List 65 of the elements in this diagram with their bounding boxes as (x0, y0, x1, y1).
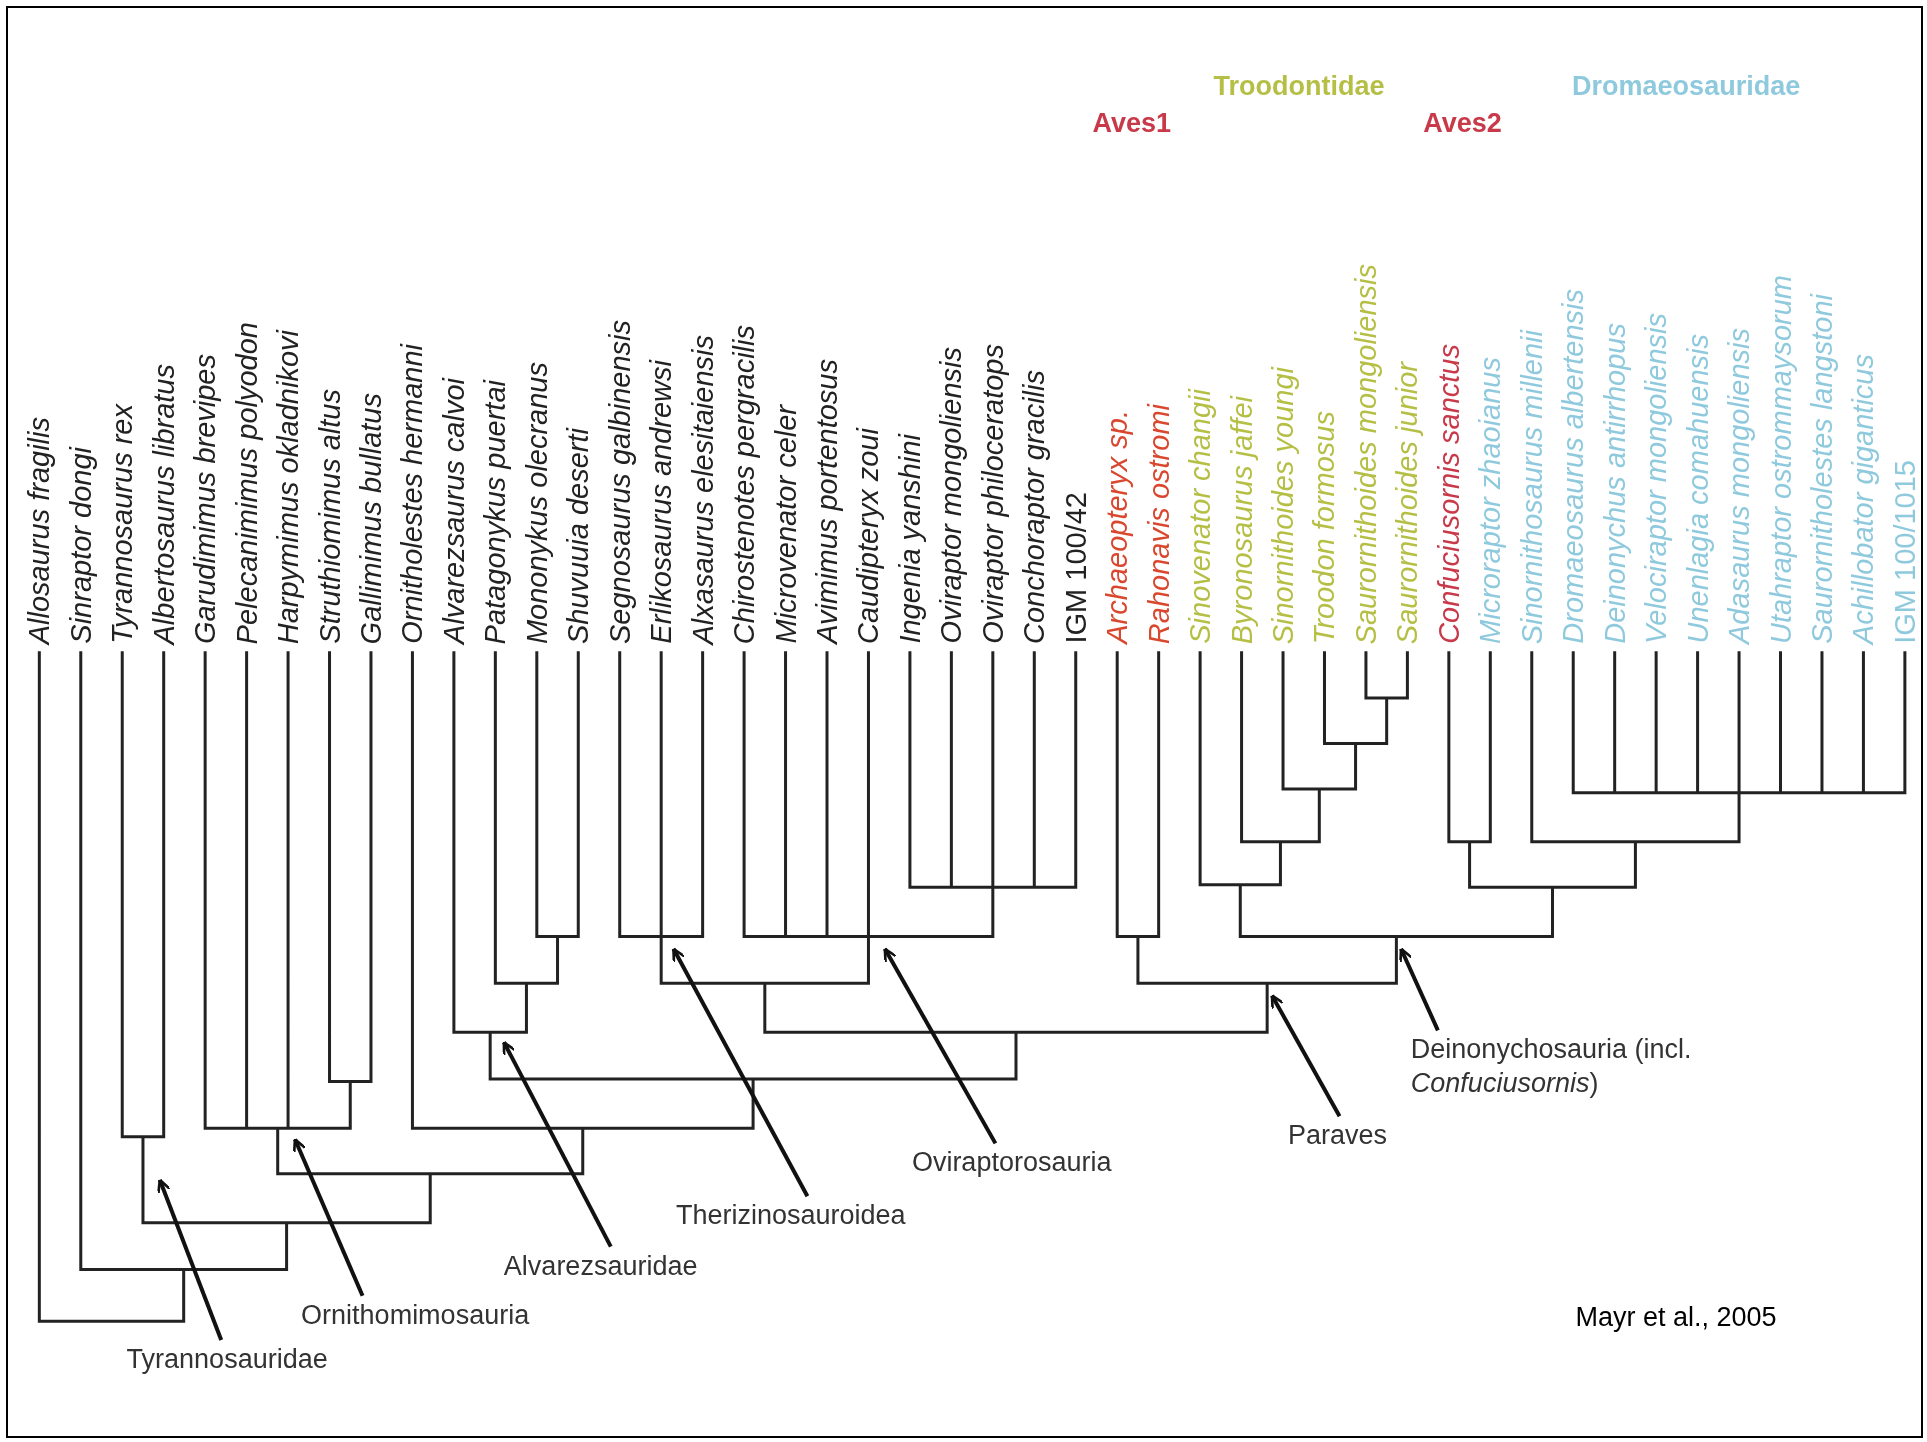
arrow (883, 947, 998, 1145)
taxon-label: Ornitholestes hermanni (395, 344, 430, 644)
taxon-label: Caudipteryx zoui (851, 428, 886, 644)
taxon-label: Alxasaurus elesitaiensis (685, 334, 720, 644)
clade-label: Paraves (1287, 1118, 1387, 1153)
taxon-label: Velociraptor mongoliensis (1639, 313, 1674, 644)
taxon-label: Allosaurus fragilis (22, 416, 57, 644)
arrow (1270, 994, 1342, 1118)
taxon-label: Chirostenotes pergracilis (727, 324, 762, 644)
taxon-label: Ingenia yanshini (892, 434, 927, 644)
taxon-label: Tyrannosaurus rex (105, 404, 140, 644)
taxon-label: Sinornithosaurus millenii (1514, 329, 1549, 644)
taxon-label: Sinovenator changii (1183, 389, 1218, 644)
taxon-label: IGM 100/42 (1058, 492, 1093, 644)
taxon-label: Erlikosaurus andrewsi (644, 360, 679, 644)
clade-label: Ornithomimosauria (301, 1297, 530, 1332)
taxon-label: Microraptor zhaoianus (1473, 357, 1508, 644)
taxon-label: Conchoraptor gracilis (1017, 369, 1052, 644)
taxon-label: Pelecanimimus polyodon (229, 321, 264, 644)
clade-label: Alvarezsauridae (503, 1248, 698, 1283)
taxon-label: Mononykus olecranus (519, 361, 554, 644)
taxon-label: Sinraptor dongi (63, 447, 98, 644)
taxon-label: Confuciusornis sanctus (1431, 344, 1466, 644)
clade-heading: Dromaeosauridae (1572, 71, 1801, 103)
taxon-label: Sinornithoides youngi (1266, 366, 1300, 644)
taxon-label: Saurornitholestes langstoni (1804, 294, 1839, 644)
taxon-label: Segnosaurus galbinensis (602, 319, 637, 644)
taxon-label: Utahraptor ostrommaysorum (1763, 274, 1798, 644)
taxon-label: Archaeopteryx sp. (1100, 410, 1135, 644)
taxon-label: Unenlagia comahuensis (1680, 334, 1715, 644)
taxon-label: Dromaeosaurus albertensis (1556, 289, 1591, 644)
arrow (502, 1040, 613, 1248)
taxon-label: Saurornithoides junior (1390, 361, 1425, 644)
clade-heading: Aves1 (1092, 108, 1172, 140)
taxon-label: Oviraptor mongoliensis (934, 347, 969, 644)
taxon-label: Deinonychus antirrhopus (1597, 323, 1632, 644)
arrow (157, 1178, 224, 1341)
clade-label: Deinonychosauria (incl. Confuciusornis) (1410, 1032, 1780, 1101)
clade-heading: Aves2 (1423, 108, 1502, 140)
arrow (671, 947, 810, 1198)
taxon-label: Rahonavis ostromi (1141, 403, 1176, 644)
arrow (292, 1137, 365, 1297)
taxon-label: Adasaurus mongoliensis (1722, 328, 1757, 644)
taxon-label: Saurornithoides mongoliensis (1348, 263, 1383, 644)
clade-heading: Troodontidae (1213, 71, 1385, 103)
taxon-label: Struthiomimus altus (312, 389, 347, 644)
taxon-label: Garudimimus brevipes (188, 353, 223, 644)
taxon-label: Microvenator celer (768, 405, 803, 644)
taxon-label: Alvarezsaurus calvoi (436, 378, 471, 644)
arrow (1399, 947, 1440, 1032)
taxon-label: Harpymimus okladnikovi (271, 329, 306, 644)
clade-label: Therizinosauroidea (675, 1198, 906, 1233)
taxon-label: Troodon formosus (1307, 410, 1342, 644)
taxon-label: Achillobator giganticus (1846, 353, 1881, 644)
citation: Mayr et al., 2005 (1575, 1301, 1777, 1335)
taxon-label: Avimimus portentosus (810, 359, 844, 644)
taxon-label: Byronosaurus jaffei (1224, 395, 1259, 644)
taxon-label: IGM 100/1015 (1887, 460, 1922, 644)
taxon-label: Oviraptor philoceratops (975, 344, 1010, 644)
taxon-label: Albertosaurus libratus (146, 363, 181, 644)
clade-label: Tyrannosauridae (126, 1342, 328, 1376)
taxon-label: Shuvuuia deserti (561, 427, 596, 644)
taxon-label: Gallimimus bullatus (353, 392, 388, 644)
clade-label: Oviraptorosauria (911, 1145, 1112, 1180)
taxon-label: Patagonykus puertai (478, 379, 513, 644)
